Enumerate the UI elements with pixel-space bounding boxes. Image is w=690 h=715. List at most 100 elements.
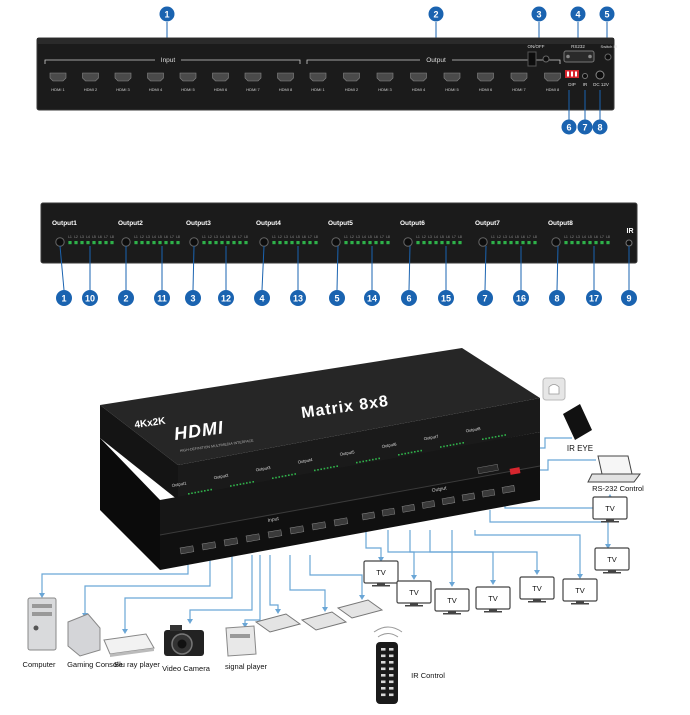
led-label: L2	[74, 235, 78, 239]
rear-input-port-label: HDMI 7	[246, 87, 260, 92]
front-ir-sensor	[625, 239, 633, 247]
dc-power-jack[interactable]	[595, 70, 605, 80]
power-switch[interactable]	[527, 51, 537, 67]
led-label: L5	[440, 235, 444, 239]
led-indicator	[594, 241, 598, 245]
led-label: L4	[582, 235, 586, 239]
callout-badge	[401, 290, 417, 306]
line-device-c	[309, 555, 363, 598]
remote-button	[381, 648, 386, 651]
led-indicator	[170, 241, 174, 245]
led-indicator	[356, 241, 360, 245]
arrow-head	[490, 580, 496, 585]
callout-number: 7	[482, 294, 487, 304]
led-label: L6	[521, 235, 525, 239]
led-indicator	[226, 241, 230, 245]
tv-base	[372, 585, 390, 587]
arrow-head	[242, 623, 248, 628]
led-label: L6	[232, 235, 236, 239]
line-gaming	[84, 555, 211, 616]
led-indicator	[134, 241, 138, 245]
rear-input-port-label: HDMI 8	[279, 87, 293, 92]
matrix-output-label: Output2	[213, 473, 229, 481]
led-label: L8	[176, 235, 180, 239]
matrix-led	[236, 484, 238, 486]
matrix-output-label: Output1	[171, 480, 187, 488]
line-tv6	[474, 530, 581, 577]
tv-stand	[533, 599, 541, 601]
hdmi-port	[277, 72, 294, 82]
rs232-port[interactable]	[563, 50, 595, 63]
matrix-output-port	[441, 496, 456, 505]
led-label: L6	[374, 235, 378, 239]
led-indicator	[308, 241, 312, 245]
remote-button	[389, 680, 394, 684]
front-button	[55, 237, 65, 247]
rear-output-port-label: HDMI 8	[546, 87, 560, 92]
rear-input-port-label: HDMI 5	[181, 87, 195, 92]
remote-button	[389, 674, 394, 677]
source-computer: Computer	[23, 597, 57, 669]
line-camera	[189, 555, 253, 622]
arrow-head	[605, 544, 611, 549]
led-indicator	[434, 241, 438, 245]
callout-number: 4	[575, 10, 580, 20]
hdmi-port	[410, 72, 427, 82]
matrix-input-port	[201, 541, 217, 551]
led-indicator	[140, 241, 144, 245]
led-label: L7	[452, 235, 456, 239]
led-indicator	[92, 241, 96, 245]
matrix-seam	[159, 465, 541, 536]
callout-number: 16	[516, 294, 526, 304]
callout-number: 15	[441, 294, 451, 304]
matrix-led	[191, 492, 193, 494]
matrix-output-port	[421, 500, 436, 509]
switch-ir-jack[interactable]	[604, 53, 612, 61]
callout-badge	[290, 290, 306, 306]
laptop-base	[587, 473, 641, 483]
matrix-led	[204, 490, 206, 492]
computer-drive	[32, 604, 52, 608]
matrix-led	[359, 461, 361, 463]
tv-base	[571, 603, 589, 605]
callout-badge	[118, 290, 134, 306]
led-label: L3	[214, 235, 218, 239]
matrix-led	[252, 481, 254, 483]
callout-number: 17	[589, 294, 599, 304]
led-label: L4	[220, 235, 224, 239]
matrix-led	[372, 458, 374, 461]
led-indicator	[164, 241, 168, 245]
led-label: L5	[588, 235, 592, 239]
rear-output-port-label: HDMI 6	[479, 87, 493, 92]
tv-label: TV	[607, 555, 617, 564]
callout-number: 5	[604, 10, 609, 20]
led-indicator	[374, 241, 378, 245]
gaming-console-label: Gaming Console	[67, 660, 123, 669]
matrix-led	[333, 466, 335, 468]
arrow-head	[187, 619, 193, 624]
ir-jack[interactable]	[582, 73, 588, 79]
led-label: L2	[422, 235, 426, 239]
front-output-label: Output5	[328, 220, 353, 227]
rear-output-port-label: HDMI 1	[311, 87, 325, 92]
matrix-led	[278, 476, 280, 478]
callout-badge	[621, 290, 637, 306]
rear-output-port-label: HDMI 5	[445, 87, 459, 92]
led-label: L7	[380, 235, 384, 239]
callout-leader	[336, 245, 339, 291]
callout-badge	[185, 290, 201, 306]
led-label: L8	[110, 235, 114, 239]
matrix-led	[375, 458, 377, 460]
front-panel	[40, 202, 638, 264]
led-indicator	[491, 241, 495, 245]
matrix-input-port	[333, 517, 349, 527]
hdmi-port	[244, 72, 262, 82]
matrix-output-label: Output7	[423, 434, 439, 442]
front-output-label: Output1	[52, 220, 77, 227]
tv-5: TV	[519, 576, 555, 603]
matrix-led	[194, 491, 196, 494]
led-indicator	[158, 241, 162, 245]
callout-badge	[329, 290, 345, 306]
led-label: L5	[226, 235, 230, 239]
